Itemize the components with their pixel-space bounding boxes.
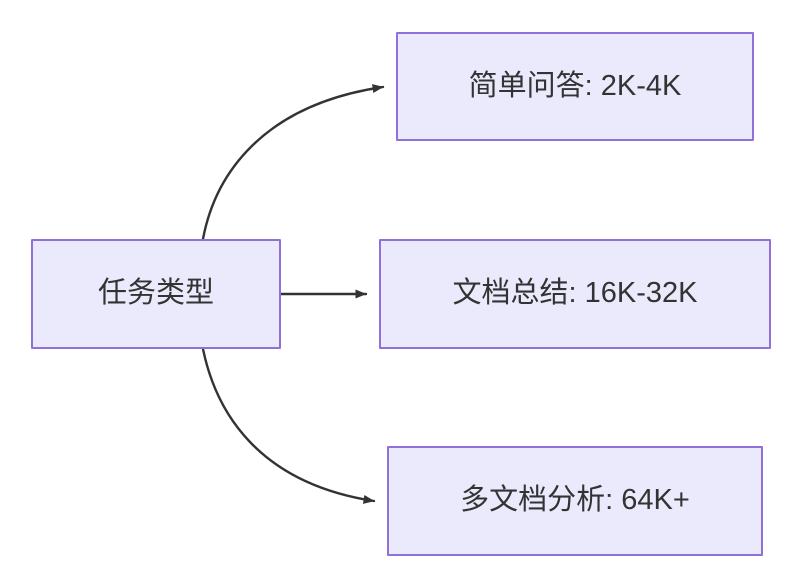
- node-task-type[interactable]: 任务类型: [31, 239, 281, 349]
- node-simple-qa[interactable]: 简单问答: 2K-4K: [396, 32, 754, 141]
- node-multi-doc-analysis-label: 多文档分析: 64K+: [460, 484, 690, 517]
- node-doc-summary-label: 文档总结: 16K-32K: [452, 277, 698, 310]
- node-multi-doc-analysis[interactable]: 多文档分析: 64K+: [387, 446, 763, 556]
- node-simple-qa-label: 简单问答: 2K-4K: [468, 69, 682, 102]
- edge-task-type-to-simple-qa: [201, 84, 385, 241]
- edge-task-type-to-multi-doc-analysis: [201, 347, 376, 504]
- node-task-type-label: 任务类型: [97, 277, 214, 310]
- node-doc-summary[interactable]: 文档总结: 16K-32K: [379, 239, 771, 349]
